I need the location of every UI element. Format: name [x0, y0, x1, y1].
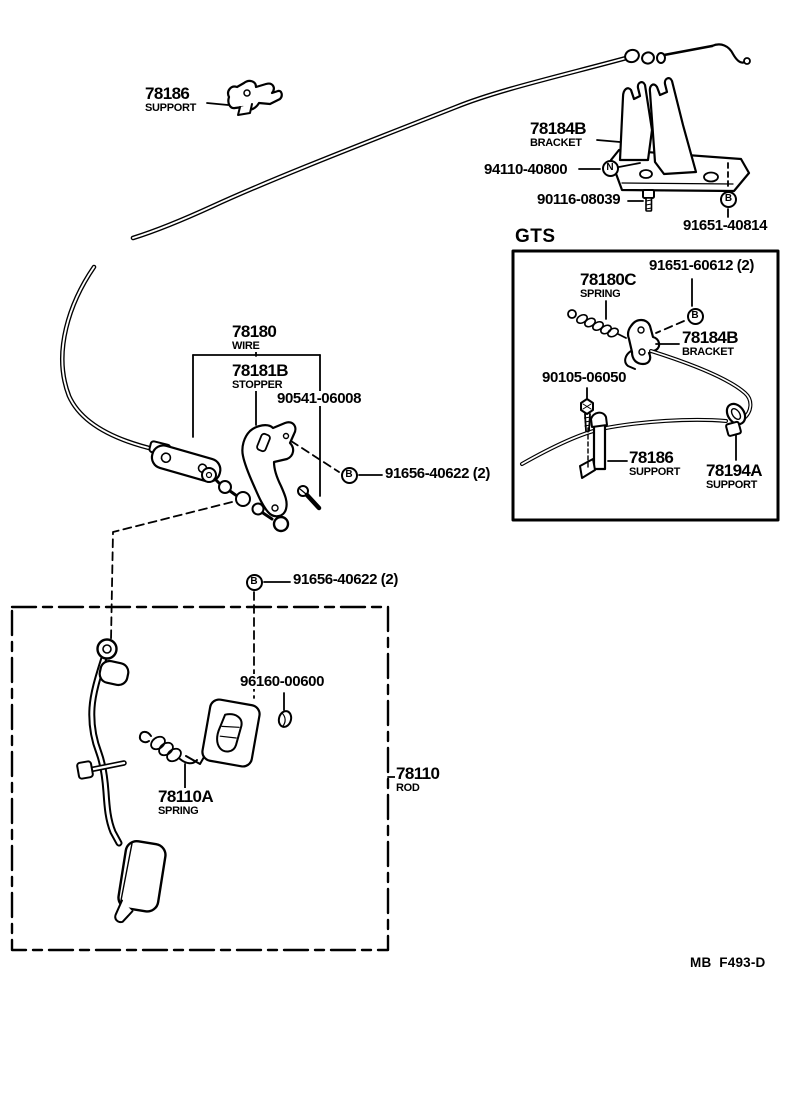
label-bolt-90116: 90116-08039 — [536, 191, 622, 208]
label-gts-support: 78186 SUPPORT — [628, 448, 682, 478]
part-name: STOPPER — [232, 379, 283, 391]
label-bracket-main: 78184B BRACKET — [529, 120, 587, 149]
part-number: 78194A — [706, 461, 763, 480]
label-wire: 78180 WIRE — [231, 322, 278, 352]
pedal-box-border — [10, 605, 390, 952]
cable-end-lever-art — [150, 444, 290, 533]
part-number: 90541-06008 — [277, 390, 362, 407]
part-number: 96160-00600 — [240, 673, 325, 690]
throttle-cable-art — [130, 43, 751, 241]
part-name: SPRING — [580, 288, 621, 300]
part-number: 78110A — [158, 787, 214, 806]
part-name: BRACKET — [530, 137, 582, 149]
part-number: 91656-40622 (2) — [293, 571, 398, 588]
part-number: 94110-40800 — [484, 161, 568, 178]
label-gts-support2: 78194A SUPPORT — [705, 462, 763, 491]
part-number: 91651-60612 (2) — [649, 257, 754, 274]
label-pedal-rod: 78110 ROD — [395, 764, 441, 794]
marker-b-gts: B — [686, 307, 704, 325]
label-stopper: 78181B STOPPER — [231, 362, 289, 391]
part-number: 91651-40814 — [683, 217, 768, 234]
gts-inset-art — [520, 309, 753, 479]
part-number: 78186 — [145, 84, 190, 103]
marker-n-nut: N — [601, 159, 619, 177]
label-screw-90541: 90541-06008 — [276, 390, 363, 407]
part-number: 90116-08039 — [537, 191, 621, 208]
part-name: WIRE — [232, 340, 260, 352]
part-number: 78184B — [530, 119, 587, 138]
figure-code: MB F493-D — [690, 955, 766, 970]
part-name: SUPPORT — [145, 102, 197, 114]
part-name: ROD — [396, 782, 420, 794]
screw-90541-art — [297, 485, 322, 511]
part-name: SUPPORT — [706, 479, 758, 491]
pedal-spring-art — [138, 730, 205, 765]
part-name: SPRING — [158, 805, 199, 817]
label-gts-spring: 78180C SPRING — [579, 271, 637, 300]
bolt-90116-art — [642, 189, 655, 212]
stopper-art — [241, 421, 297, 518]
label-gts-bolt2: 90105-06050 — [541, 369, 628, 386]
part-number: 78181B — [232, 361, 289, 380]
part-number: 78180 — [232, 322, 277, 341]
gts-section-title: GTS — [515, 226, 556, 247]
part-number: 90105-06050 — [542, 369, 627, 386]
part-name: BRACKET — [682, 346, 734, 358]
support-clamp-art — [227, 79, 283, 116]
label-gts-bolt: 91651-60612 (2) — [648, 258, 755, 273]
label-gts-bracket: 78184B BRACKET — [681, 329, 739, 358]
dashed-lines — [110, 162, 729, 699]
marker-b-pedal: B — [245, 573, 263, 591]
pedal-pad-art — [201, 698, 293, 768]
part-number: 78186 — [629, 448, 674, 467]
part-name: SUPPORT — [629, 466, 681, 478]
gts-box-border — [511, 249, 780, 522]
marker-b-stopper: B — [340, 466, 358, 484]
marker-b-bracket: B — [720, 190, 737, 208]
part-number: 78184B — [682, 328, 739, 347]
pedal-rod-art — [76, 638, 167, 924]
part-number: 78110 — [396, 764, 440, 783]
label-clip-91651: 91651-40814 — [682, 217, 769, 234]
label-support-top: 78186 SUPPORT — [144, 84, 198, 114]
label-nut-94110: 94110-40800 — [483, 161, 569, 178]
part-number: 91656-40622 (2) — [385, 465, 490, 482]
label-bolt-91656-b: 91656-40622 (2) — [292, 572, 399, 587]
label-bolt-91656-a: 91656-40622 (2) — [384, 466, 491, 481]
cable-lower-loop-art — [60, 264, 172, 457]
label-pad-clip: 96160-00600 — [239, 673, 326, 690]
bracket-main-art — [609, 77, 751, 193]
part-number: 78180C — [580, 270, 637, 289]
label-pedal-spring: 78110A SPRING — [157, 787, 215, 817]
